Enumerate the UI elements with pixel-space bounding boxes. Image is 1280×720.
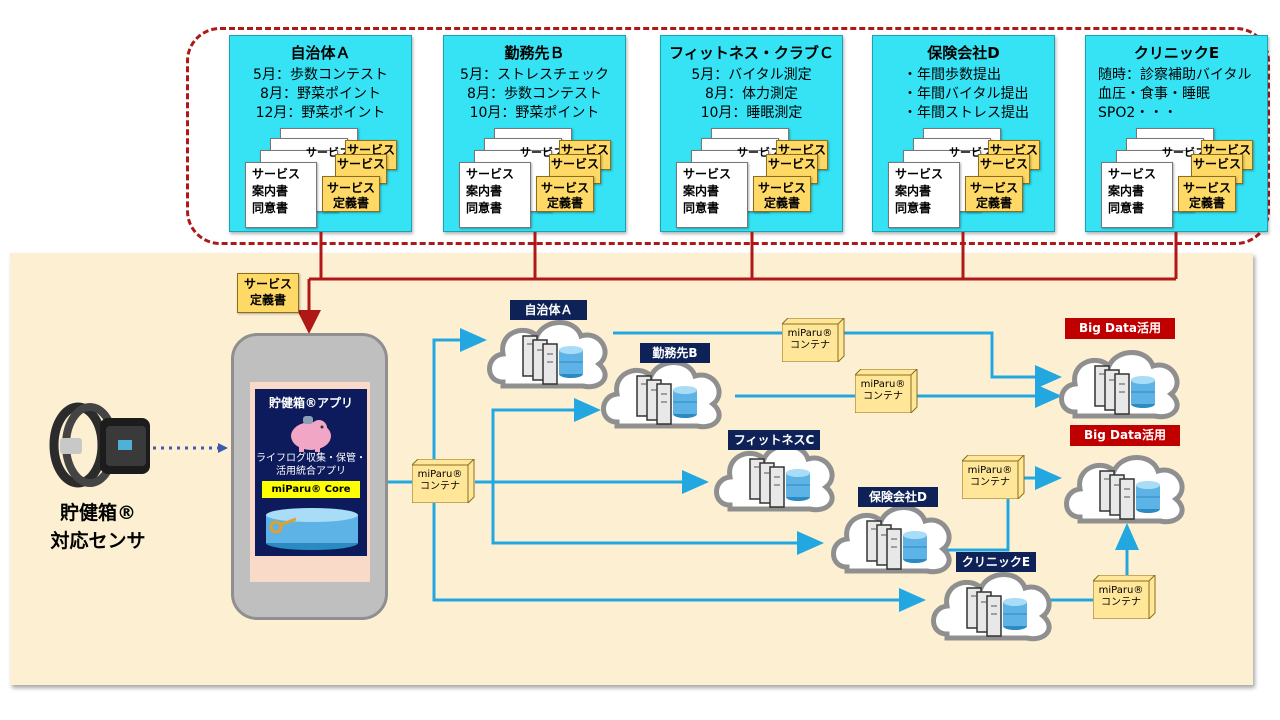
org-title: 自治体Ａ	[290, 44, 351, 62]
miparu-container: miParu® コンテナ	[1093, 575, 1157, 619]
piggy-bank-icon	[285, 412, 337, 456]
org-schedule-item: 10月：野菜ポイント	[469, 105, 600, 121]
cloud-server	[827, 495, 957, 577]
org-schedule-item: 5月：ストレスチェック	[460, 67, 609, 83]
org-schedule-item: 5月：バイタル測定	[691, 67, 812, 83]
service-definition-back-label: サービス	[336, 157, 385, 171]
service-definition-document: サービス 定義書	[965, 176, 1023, 212]
bigdata-cloud	[1060, 445, 1190, 527]
service-providers-frame	[186, 27, 1270, 245]
cloud-server	[597, 350, 727, 432]
service-guide-document: サービス 案内書 同意書	[1101, 162, 1173, 228]
cloud-server	[483, 310, 613, 392]
document-stack: サービスサービス 案内書 同意書サービスサービスサービス 定義書	[240, 128, 402, 228]
cloud-label: 勤務先B	[640, 343, 710, 363]
org-schedule-item: ・年間ストレス提出	[903, 105, 1029, 121]
service-definition-back-label: サービス	[346, 143, 395, 157]
miparu-container-label: miParu® コンテナ	[860, 379, 906, 402]
org-title: 保険会社D	[927, 44, 1000, 62]
service-definition-back-label: サービス	[989, 143, 1038, 157]
org-title: フィットネス・クラブＣ	[669, 44, 834, 62]
core-label: miParu® Core	[262, 481, 360, 498]
miparu-container: miParu® コンテナ	[782, 318, 846, 362]
miparu-container-label: miParu® コンテナ	[417, 469, 463, 492]
service-guide-label: サービス 案内書 同意書	[683, 167, 732, 215]
org-schedule-item: 8月：歩数コンテスト	[467, 86, 602, 102]
service-definition-back-label: サービス	[777, 143, 826, 157]
org-schedule-item: ・年間歩数提出	[903, 67, 1001, 83]
database-key-icon	[262, 505, 362, 555]
service-definition-back-label: サービス	[767, 157, 816, 171]
service-definition-back-label: サービス	[550, 157, 599, 171]
service-definition-back-label: サービス	[979, 157, 1028, 171]
cloud-server	[710, 433, 840, 515]
service-definition-back-label: サービス	[560, 143, 609, 157]
org-schedule-item: 8月：野菜ポイント	[260, 86, 381, 102]
service-definition-back-label: サービス	[1192, 157, 1241, 171]
service-guide-document: サービス 案内書 同意書	[676, 162, 748, 228]
org-schedule-item: 随時：診察補助バイタル	[1098, 67, 1252, 83]
document-stack: サービスサービス 案内書 同意書サービスサービスサービス 定義書	[883, 128, 1045, 228]
miparu-container-label: miParu® コンテナ	[787, 328, 833, 351]
miparu-container: miParu® コンテナ	[412, 459, 476, 503]
bigdata-label: Big Data活用	[1065, 318, 1175, 339]
cloud-server	[927, 562, 1057, 644]
org-schedule-item: 12月：野菜ポイント	[255, 105, 386, 121]
service-definition-document: サービス 定義書	[1178, 176, 1236, 212]
service-guide-label: サービス 案内書 同意書	[1108, 167, 1157, 215]
document-stack: サービスサービス 案内書 同意書サービスサービスサービス 定義書	[671, 128, 833, 228]
cloud-label: フィットネスC	[728, 430, 820, 450]
service-guide-document: サービス 案内書 同意書	[245, 162, 317, 228]
red-connector-lines	[297, 232, 1178, 334]
app-title: 貯健箱®アプリ	[268, 396, 353, 410]
service-guide-label: サービス 案内書 同意書	[466, 167, 515, 215]
org-schedule-item: 血圧・食事・睡眠	[1098, 86, 1210, 102]
document-stack: サービスサービス 案内書 同意書サービスサービスサービス 定義書	[1096, 128, 1258, 228]
service-definition-document: サービス 定義書	[322, 176, 380, 212]
cloud-label: 自治体Ａ	[510, 300, 587, 320]
document-stack: サービスサービス 案内書 同意書サービスサービスサービス 定義書	[454, 128, 616, 228]
service-definition-document: サービス 定義書	[753, 176, 811, 212]
service-definition-back-label: サービス	[1202, 143, 1251, 157]
miparu-container: miParu® コンテナ	[962, 455, 1026, 499]
service-definition-document: サービス 定義書	[536, 176, 594, 212]
org-schedule-item: 5月：歩数コンテスト	[253, 67, 388, 83]
sensor-arrow-head	[218, 443, 228, 453]
service-definition-label: サービス 定義書	[237, 273, 299, 313]
service-guide-label: サービス 案内書 同意書	[252, 167, 301, 215]
miparu-container-label: miParu® コンテナ	[1098, 585, 1144, 608]
sensor-label: 貯健箱® 対応センサ	[50, 502, 146, 552]
org-schedule-item: 10月：睡眠測定	[700, 105, 803, 121]
service-guide-label: サービス 案内書 同意書	[895, 167, 944, 215]
miparu-container: miParu® コンテナ	[855, 369, 919, 413]
org-schedule-item: 8月：体力測定	[705, 86, 798, 102]
service-guide-document: サービス 案内書 同意書	[888, 162, 960, 228]
cloud-label: 保険会社D	[858, 487, 938, 507]
bigdata-cloud	[1055, 340, 1185, 422]
bigdata-label: Big Data活用	[1070, 425, 1180, 446]
org-title: 勤務先Ｂ	[504, 44, 565, 62]
org-schedule-item: SPO2・・・	[1098, 105, 1178, 121]
cloud-label: クリニックE	[956, 552, 1036, 572]
app-description: ライフログ収集・保管・ 活用統合アプリ	[256, 453, 366, 477]
org-title: クリニックE	[1133, 44, 1220, 62]
service-guide-document: サービス 案内書 同意書	[459, 162, 531, 228]
org-box: 保険会社D ・年間歩数提出・年間バイタル提出・年間ストレス提出サービスサービス 案…	[872, 35, 1055, 232]
wristband-sensor	[48, 400, 152, 490]
miparu-container-label: miParu® コンテナ	[967, 465, 1013, 488]
org-schedule-item: ・年間バイタル提出	[903, 86, 1029, 102]
